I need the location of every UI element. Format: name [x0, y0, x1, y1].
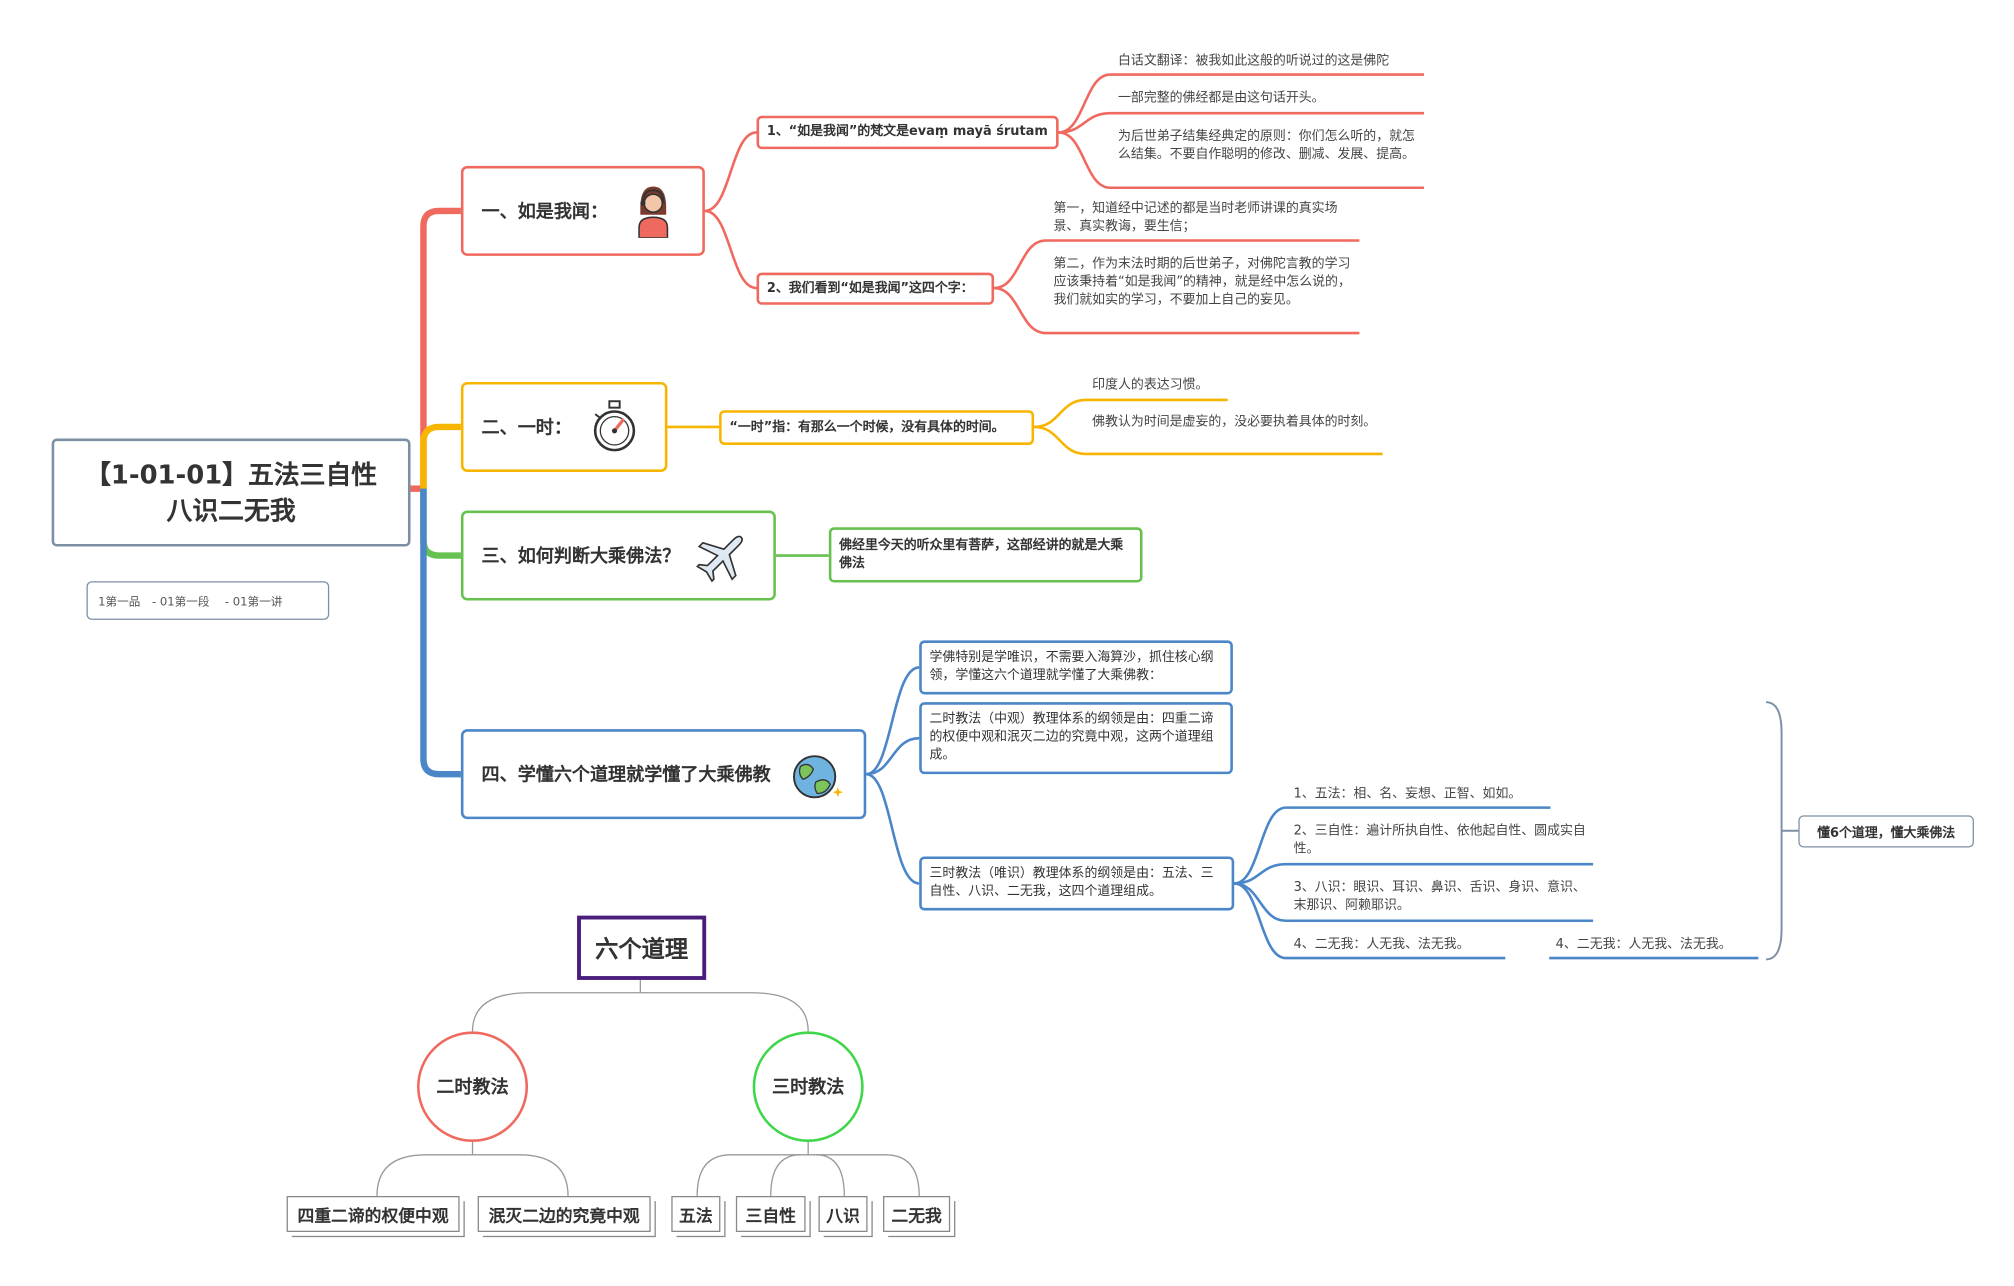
root-title-line2: 八识二无我 — [166, 495, 296, 526]
tree-node-san-shi[interactable]: 三时教法 — [752, 1031, 864, 1142]
leaf-2-1-2: 佛教认为时间是虚妄的，没必要执着具体的时刻。 — [1092, 415, 1377, 430]
branch-1-sub-1[interactable]: 1、“如是我闻”的梵文是evaṃ mayā śrutam — [756, 115, 1059, 150]
tree-leaf-1[interactable]: 四重二谛的权便中观 — [286, 1195, 460, 1232]
branch-1-sub-2[interactable]: 2、我们看到“如是我闻”这四个字： — [756, 272, 995, 305]
branch-2-topic[interactable]: 二、一时： — [460, 381, 668, 472]
root-topic[interactable]: 【1-01-01】五法三自性 八识二无我 — [51, 438, 411, 547]
summary-topic[interactable]: 懂6个道理，懂大乘佛法 — [1798, 815, 1974, 848]
leaf-1-1-2: 一部完整的佛经都是由这句话开头。 — [1118, 91, 1325, 106]
root-title-line1: 【1-01-01】五法三自性 — [85, 459, 378, 490]
leaf-4-3-2: 2、三自性：遍计所执自性、依他起自性、圆成实自性。 — [1293, 824, 1586, 857]
woman-headset-icon — [638, 186, 669, 238]
leaf-1-2-1: 第一，知道经中记述的都是当时老师讲课的真实场景、真实教诲，要生信； — [1053, 201, 1338, 235]
leaf-1-1-1: 白话文翻译：被我如此这般的听说过的这是佛陀 — [1118, 54, 1390, 69]
tree-title[interactable]: 六个道理 — [577, 915, 707, 980]
branch-2-sub-1[interactable]: “一时”指：有那么一个时候，没有具体的时间。 — [719, 410, 1035, 445]
leaf-4-3-1: 1、五法：相、名、妄想、正智、如如。 — [1293, 787, 1522, 802]
branch-3-sub-1[interactable]: 佛经里今天的听众里有菩萨，这部经讲的就是大乘佛法 — [828, 527, 1143, 583]
leaf-4-3-4: 4、二无我：人无我、法无我。 — [1293, 937, 1470, 952]
leaf-2-1-1: 印度人的表达习惯。 — [1092, 378, 1209, 393]
tree-leaf-5[interactable]: 八识 — [818, 1195, 868, 1232]
globe-icon — [792, 755, 844, 799]
tree-leaf-6[interactable]: 二无我 — [883, 1195, 951, 1232]
branch-4-sub-1[interactable]: 学佛特别是学唯识，不需要入海算沙，抓住核心纲领，学懂这六个道理就学懂了大乘佛教： — [919, 640, 1233, 695]
leaf-1-2-2: 第二，作为末法时期的后世弟子，对佛陀言教的学习应该秉持着“如是我闻”的精神，就是… — [1053, 257, 1351, 308]
tree-leaf-2[interactable]: 泯灭二边的究竟中观 — [477, 1195, 651, 1232]
tree-leaf-3[interactable]: 五法 — [671, 1195, 721, 1232]
leaf-4-3-3: 3、八识：眼识、耳识、鼻识、舌识、身识、意识、末那识、阿赖耶识。 — [1293, 880, 1586, 914]
stopwatch-icon — [593, 400, 636, 452]
leaf-4-3-5: 4、二无我：人无我、法无我。 — [1555, 937, 1732, 952]
tree-leaf-4[interactable]: 三自性 — [735, 1195, 806, 1232]
branch-3-topic[interactable]: 三、如何判断大乘佛法？ — [460, 510, 776, 601]
branch-4-sub-3[interactable]: 三时教法（唯识）教理体系的纲领是由：五法、三自性、八识、二无我，这四个道理组成。 — [919, 856, 1235, 911]
branch-4-sub-2[interactable]: 二时教法（中观）教理体系的纲领是由：四重二谛的权便中观和泯灭二边的究竟中观，这两… — [919, 702, 1233, 775]
root-note[interactable]: 1第一品 - 01第一段 - 01第一讲 — [86, 581, 330, 620]
tree-node-er-shi[interactable]: 二时教法 — [416, 1031, 529, 1142]
leaf-1-1-3: 为后世弟子结集经典定的原则：你们怎么听的，就怎么结集。不要自作聪明的修改、删减、… — [1118, 129, 1415, 163]
airplane-icon — [696, 535, 743, 583]
